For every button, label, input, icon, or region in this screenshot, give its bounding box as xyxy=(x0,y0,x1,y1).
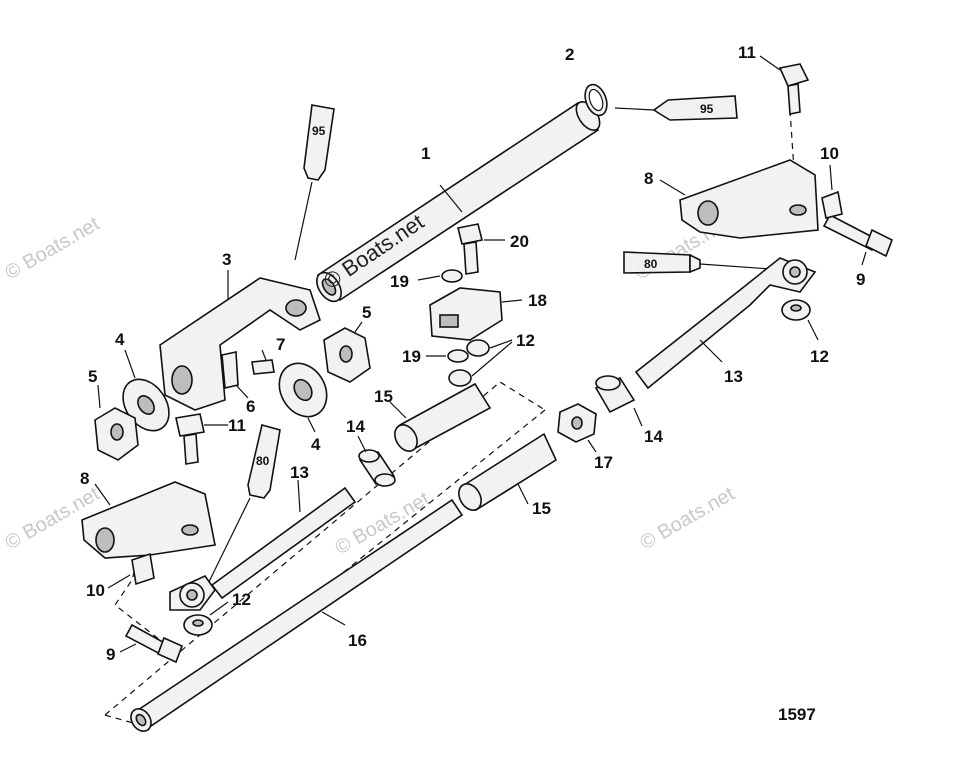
callout-7: 7 xyxy=(276,335,285,354)
part-10-lock-tab-left xyxy=(107,552,155,589)
callout-12-mid: 12 xyxy=(516,331,535,350)
callout-9-left: 9 xyxy=(106,645,115,664)
watermark-faint-1: © Boats.net xyxy=(2,213,104,285)
part-8-clevis-left xyxy=(81,481,216,559)
part-15-sleeve-upper xyxy=(389,382,492,452)
callout-2: 2 xyxy=(565,45,574,64)
callout-5-right: 5 xyxy=(362,303,371,322)
sealant-tube-top-left: 95 xyxy=(294,104,335,261)
part-13-rod-end-left xyxy=(169,479,357,611)
callout-13-left: 13 xyxy=(290,463,309,482)
part-14-bushing-right xyxy=(594,375,643,427)
callout-14-left: 14 xyxy=(346,417,365,436)
callout-1: 1 xyxy=(421,144,430,163)
part-12-nut-left xyxy=(183,601,229,636)
tube-label-80-right: 80 xyxy=(644,257,658,271)
part-3-bracket xyxy=(159,270,321,411)
part-18-block xyxy=(429,287,523,341)
part-9-bolt-right xyxy=(822,213,894,266)
part-2-o-ring xyxy=(584,83,608,117)
part-5-nut-left xyxy=(94,384,139,461)
sealant-tube-mid-left: 80 xyxy=(204,424,281,591)
part-8-clevis-right xyxy=(659,159,819,239)
callout-19-lower: 19 xyxy=(402,347,421,366)
callout-18: 18 xyxy=(528,291,547,310)
part-5-nut-right xyxy=(323,321,371,383)
callout-12-right: 12 xyxy=(810,347,829,366)
callout-8-right: 8 xyxy=(644,169,653,188)
callout-15-upper: 15 xyxy=(374,387,393,406)
figure-number: 1597 xyxy=(778,705,816,724)
callout-6: 6 xyxy=(246,397,255,416)
part-11-bolt-left xyxy=(175,413,228,465)
callout-19-upper: 19 xyxy=(390,272,409,291)
part-11-bolt-top xyxy=(759,55,810,115)
callout-11-top: 11 xyxy=(738,43,756,62)
part-7-pin xyxy=(251,349,275,375)
watermark-faint-4: © Boats.net xyxy=(637,483,739,555)
callout-12-left: 12 xyxy=(232,590,251,609)
tube-label-80-left: 80 xyxy=(256,454,270,468)
part-12-nut-right xyxy=(781,299,819,341)
callout-11-left: 11 xyxy=(228,416,246,435)
sealant-tube-top-right: 95 xyxy=(614,95,738,121)
callout-10-left: 10 xyxy=(86,581,105,600)
callout-4-left: 4 xyxy=(115,330,125,349)
part-15-sleeve-lower xyxy=(458,432,558,512)
callouts: 1 2 3 4 4 5 5 6 7 8 8 9 9 10 10 11 11 12… xyxy=(80,43,865,664)
part-4-washer-right xyxy=(278,362,328,433)
callout-5-left: 5 xyxy=(88,367,97,386)
part-20-bolt xyxy=(457,223,505,275)
callout-20: 20 xyxy=(510,232,529,251)
callout-3: 3 xyxy=(222,250,231,269)
sealant-tube-mid-right: 80 xyxy=(623,251,786,274)
part-19-washer-upper xyxy=(417,269,463,283)
callout-17: 17 xyxy=(594,453,613,472)
callout-14-right: 14 xyxy=(644,427,663,446)
callout-10-right: 10 xyxy=(820,144,839,163)
callout-9-right: 9 xyxy=(856,270,865,289)
tube-label-95-right: 95 xyxy=(700,102,714,116)
part-9-bolt-left xyxy=(119,623,184,664)
part-10-lock-tab-right xyxy=(821,164,843,219)
part-13-rod-end-right xyxy=(634,257,817,390)
tube-label-95-left: 95 xyxy=(312,124,326,138)
part-6-clip xyxy=(221,351,249,399)
part-17-nut xyxy=(557,403,597,453)
callout-13-right: 13 xyxy=(724,367,743,386)
callout-15-lower: 15 xyxy=(532,499,551,518)
part-12-nut-mid xyxy=(448,339,513,387)
part-16-rod xyxy=(130,498,464,732)
part-14-bushing-left xyxy=(357,435,396,487)
callout-16: 16 xyxy=(348,631,367,650)
part-19-washer-lower xyxy=(426,349,469,363)
part-1-tube xyxy=(316,101,601,303)
callout-8-left: 8 xyxy=(80,469,89,488)
callout-4-right: 4 xyxy=(311,435,321,454)
